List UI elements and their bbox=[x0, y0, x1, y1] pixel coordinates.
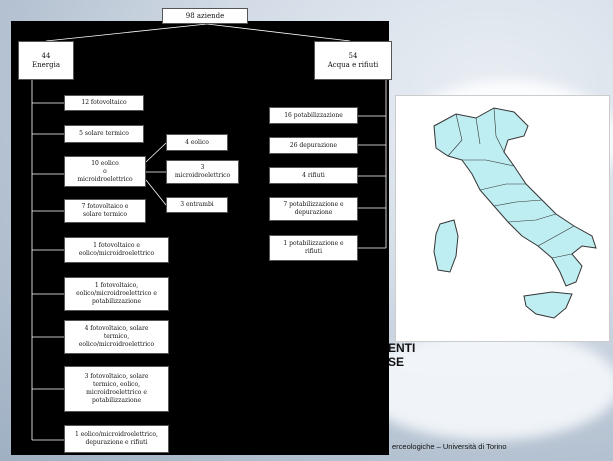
italy-map-graphic bbox=[433, 107, 597, 319]
energia-item: 1 fotovoltaico e eolico/microidroelettri… bbox=[64, 237, 169, 263]
acqua-item: 4 rifiuti bbox=[269, 167, 358, 184]
acqua-item: 7 potabilizzazione e depurazione bbox=[269, 197, 358, 221]
energia-item: 5 solare termico bbox=[64, 125, 144, 143]
energia-item: 1 eolico/microidroelettrico, depurazione… bbox=[64, 425, 169, 453]
energia-item: 7 fotovoltaico e solare termico bbox=[64, 199, 146, 223]
energia-node: 44 Energia bbox=[18, 41, 74, 80]
energia-item: 4 fotovoltaico, solare termico, eolico/m… bbox=[64, 320, 169, 354]
energia-item: 1 fotovoltaico, eolico/microidroelettric… bbox=[64, 277, 169, 311]
root-node: 98 aziende bbox=[162, 8, 248, 24]
energia-item: 12 fotovoltaico bbox=[64, 95, 144, 111]
eolico-sub-item: 3 microidroelettrico bbox=[166, 160, 239, 184]
background-decoration bbox=[360, 330, 613, 440]
italy-map bbox=[395, 95, 610, 342]
energia-item: 10 eolico o microidroelettrico bbox=[64, 156, 146, 187]
acqua-rifiuti-node: 54 Acqua e rifiuti bbox=[314, 41, 392, 80]
slide-footer: erceologiche – Università di Torino bbox=[392, 442, 507, 451]
slide-title-fragment: SE bbox=[388, 355, 405, 369]
acqua-item: 26 depurazione bbox=[269, 137, 358, 154]
acqua-item: 16 potabilizzazione bbox=[269, 107, 358, 124]
eolico-sub-item: 3 entrambi bbox=[166, 197, 228, 213]
energia-item: 3 fotovoltaico, solare termico, eolico, … bbox=[64, 366, 169, 412]
slide-title-fragment: ENTI bbox=[388, 341, 416, 355]
acqua-item: 1 potabilizzazione e rifiuti bbox=[269, 235, 358, 261]
eolico-sub-item: 4 eolico bbox=[166, 134, 228, 151]
